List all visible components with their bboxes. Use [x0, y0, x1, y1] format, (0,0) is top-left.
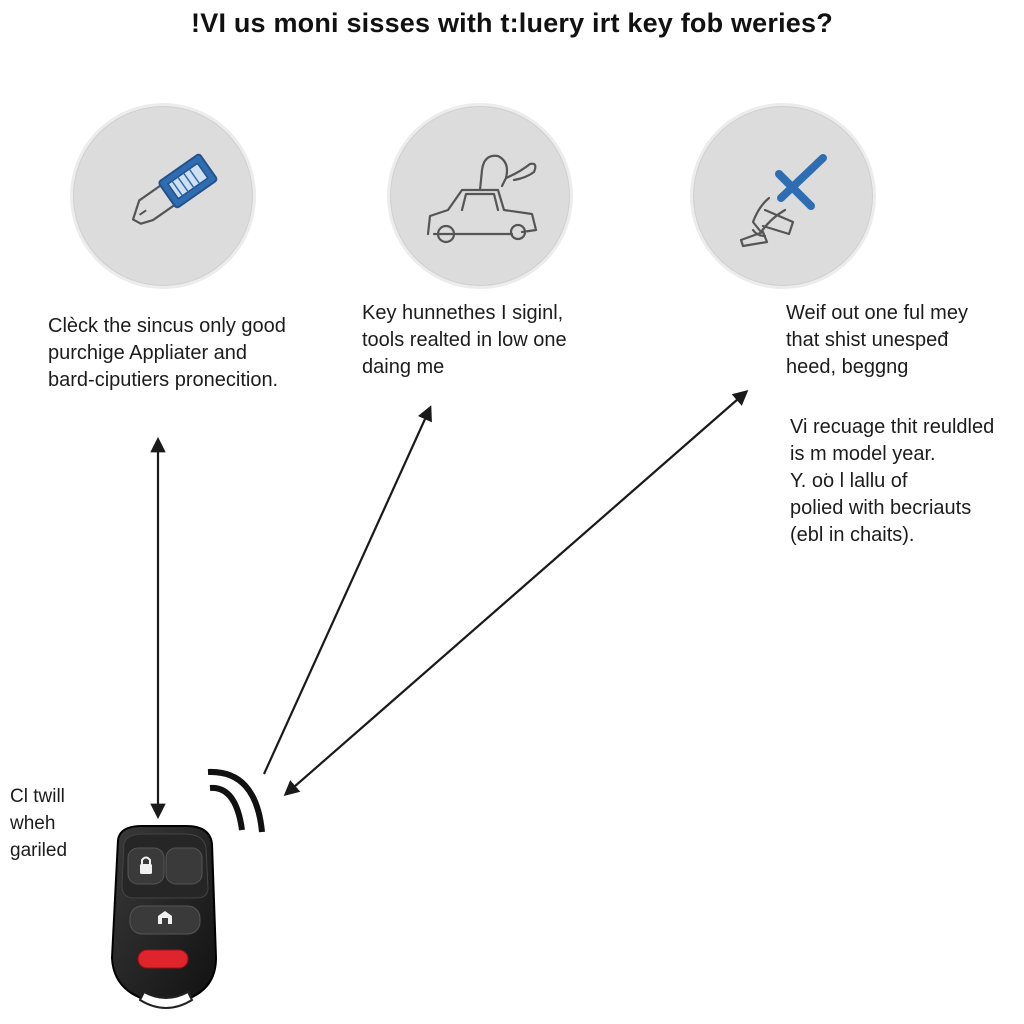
panic-button [137, 949, 189, 969]
note-line: Y. o͘o l lallu of [790, 470, 908, 492]
left-note: Cl twill wheh gariled [10, 783, 67, 864]
caption-line: that shist unespeđ [786, 329, 949, 351]
caption-line: Clèck the sincus only good [48, 315, 286, 337]
panel-caption-3: Weif out one ful mey that shist unespeđ … [786, 300, 968, 381]
right-note: Vi recuage thit reuldled is m model year… [790, 414, 994, 549]
note-line: polied with becriauts [790, 497, 972, 519]
caption-line: tools realted in low one [362, 329, 567, 351]
car-diagnostic-icon [426, 154, 538, 244]
note-line: Vi recuage thit reuldled [790, 416, 995, 438]
panel-caption-2: Key hunnethes I siginl, tools realted in… [362, 300, 567, 381]
caption-line: Weif out one ful mey [786, 302, 968, 324]
caption-line: heed, beggng [786, 356, 909, 378]
caption-line: daing me [362, 356, 445, 378]
caption-line: purchige Appliater and [48, 342, 248, 364]
page-title: !VI us moni sisses with t:luery irt key … [191, 8, 833, 38]
note-line: wheh [10, 813, 56, 834]
note-line: Cl twill [10, 786, 65, 807]
key-blade-panel-circle [70, 103, 256, 289]
caption-line: Key hunnethes I siginl, [362, 302, 564, 324]
trunk-button [129, 905, 201, 935]
panel-caption-1: Clèck the sincus only good purchige Appl… [48, 313, 286, 394]
lock-icon [127, 847, 165, 885]
tool-pliers-panel-circle [690, 103, 876, 289]
note-line: (ebl in chaits). [790, 524, 915, 546]
caption-line: bard-ciputiers pronecition. [48, 369, 279, 391]
unlock-icon [165, 847, 203, 885]
tool-pliers-icon [739, 154, 827, 248]
key-blade-icon [131, 153, 218, 225]
key-fob-remote [110, 825, 218, 1009]
arrow-to-panel-3 [283, 389, 749, 797]
arrow-to-panel-2 [262, 405, 432, 775]
note-line: gariled [10, 840, 68, 861]
car-diagnostic-panel-circle [387, 103, 573, 289]
signal-waves-icon [207, 768, 265, 833]
note-line: is m model year. [790, 443, 936, 465]
